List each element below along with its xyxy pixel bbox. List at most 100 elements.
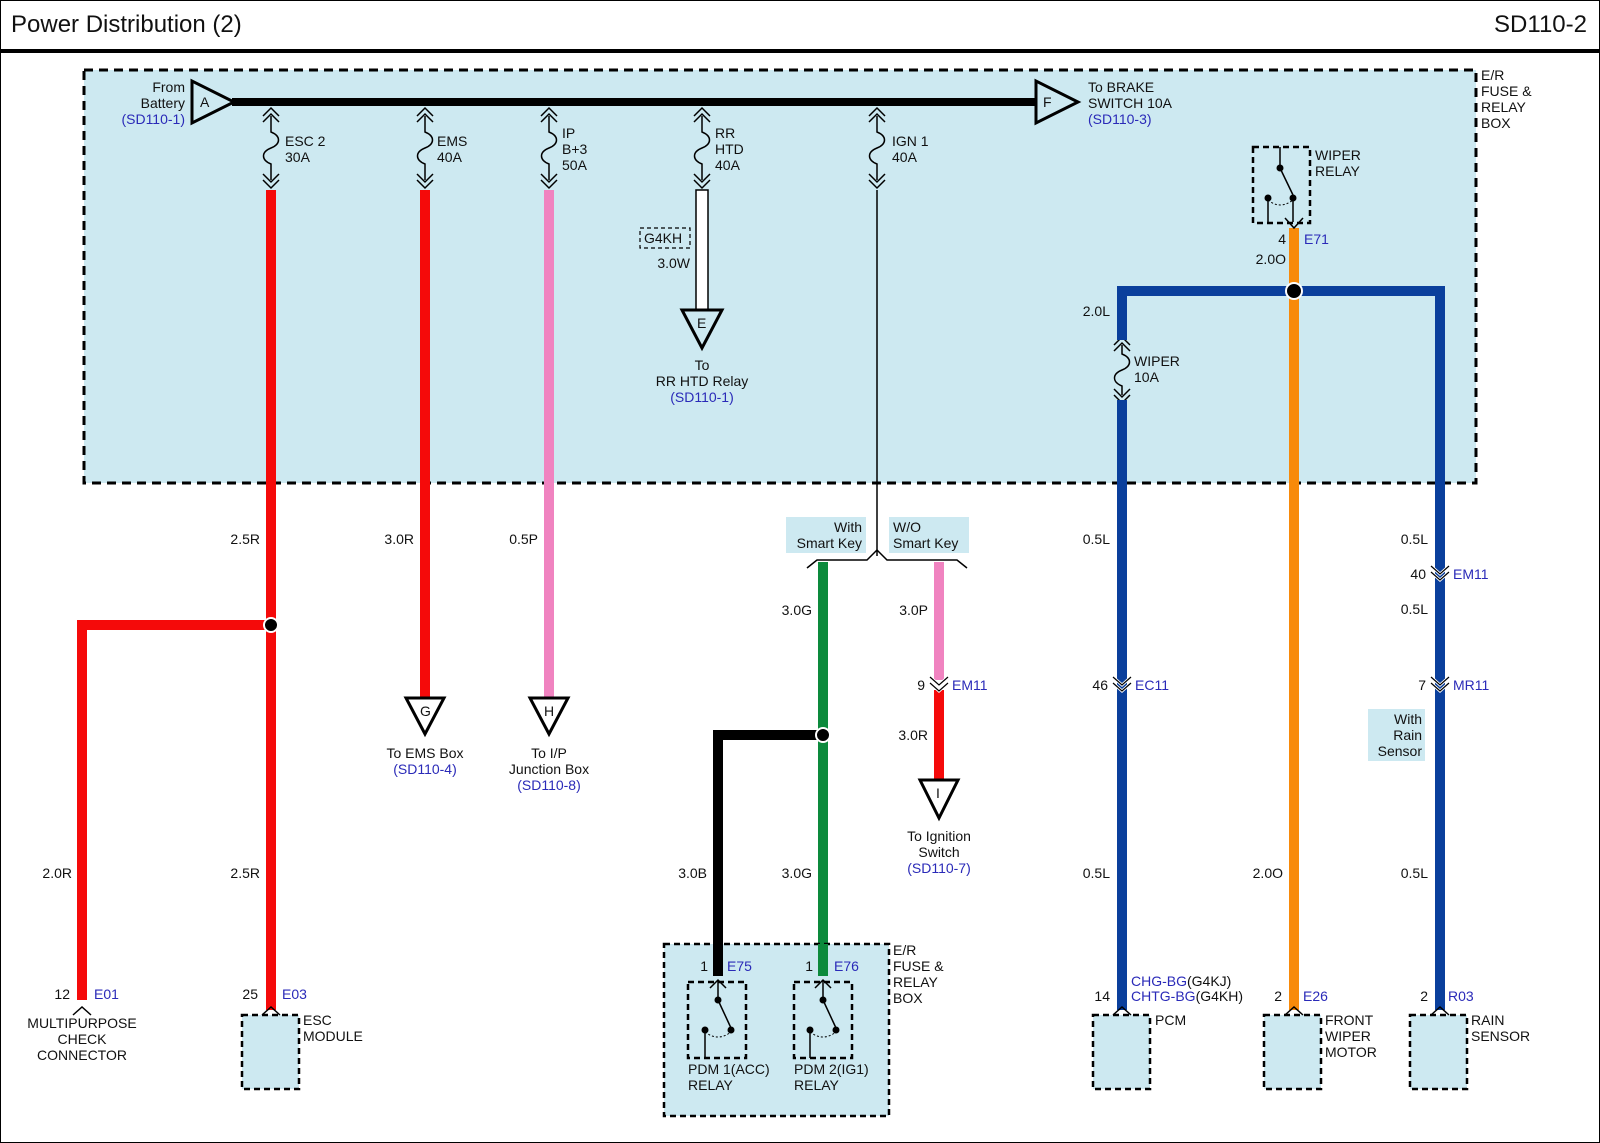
wire-label: 0.5L [1401,531,1428,547]
inline-connector-mr11[interactable] [1430,675,1450,694]
chevron-icon [262,112,280,123]
ref-link-sd110-1[interactable]: (SD110-1) [121,111,185,127]
inline-connector-ec11[interactable] [1112,675,1132,694]
chevron-icon [540,173,558,184]
connector-letter: G [420,703,431,719]
connector-letter: A [200,94,210,110]
wire-rr-htd-3.0w[interactable] [695,189,709,311]
connector-h-ip-junction[interactable]: H [527,696,571,738]
wire-label: 2.0R [42,865,72,881]
connector-id-em11[interactable]: EM11 [952,677,988,693]
pin-number: 1 [805,958,813,974]
pcm-box[interactable] [1091,1013,1152,1091]
wire-label: 2.0O [1256,251,1286,267]
wire-wiper-2.0l[interactable] [1117,286,1445,1010]
fuse-element-icon [1113,345,1131,395]
connector-id-r03[interactable]: R03 [1448,988,1474,1004]
from-battery-label: Battery [141,95,185,111]
fuse-esc2-icon[interactable] [262,106,280,190]
wire-label: 3.0B [678,865,707,881]
chevron-icon [1112,676,1132,686]
inline-connector-em11-rain[interactable] [1430,564,1450,583]
option-label: Sensor [1378,743,1423,759]
page-header: Power Distribution (2) SD110-2 [1,1,1599,53]
pdm1-relay[interactable] [686,978,748,1060]
er-box-label-line: FUSE & [1481,83,1532,99]
destination-label: To I/P [531,745,567,761]
chevron-icon [1113,388,1131,399]
connector-id-chtg-bg[interactable]: CHTG-BG [1131,988,1196,1004]
pdm2-relay[interactable] [792,978,854,1060]
fuse-label: 30A [285,149,311,165]
connector-id-chg-bg[interactable]: CHG-BG [1131,973,1187,989]
mpc-terminal-icon [72,1005,92,1016]
connector-id-e75[interactable]: E75 [727,958,752,974]
connector-g-ems-box[interactable]: G [403,696,447,738]
wire-label: 3.0W [657,255,690,271]
fuse-ign1-icon[interactable] [868,106,886,190]
wire-label: 0.5L [1083,865,1110,881]
connector-i-ign-switch[interactable]: I [917,778,961,822]
connector-letter: E [697,315,706,331]
splice-esc [263,617,279,633]
fuse-label: 40A [715,157,741,173]
fuse-rr-htd-icon[interactable] [693,106,711,190]
wire-label: 0.5P [509,531,538,547]
connector-id-mr11[interactable]: MR11 [1453,677,1490,693]
fuse-label: 40A [437,149,463,165]
connector-id-e76[interactable]: E76 [834,958,859,974]
connector-a-from-battery[interactable]: A [190,78,238,126]
wiper-relay-box[interactable] [1251,145,1312,225]
fuse-ems-icon[interactable] [416,106,434,190]
ref-link-sd110-8[interactable]: (SD110-8) [517,777,581,793]
option-split [806,548,968,569]
relay-box [792,980,854,1060]
connector-id-e26[interactable]: E26 [1303,988,1328,1004]
fuse-label: RR [715,125,735,141]
fuse-label: B+3 [562,141,588,157]
front-wiper-motor-box[interactable] [1262,1013,1323,1091]
esc-module-box[interactable] [240,1013,301,1091]
pcm-connector-line-b: CHTG-BG(G4KH) [1131,988,1243,1004]
fuse-element-icon [540,116,558,180]
wire-acc-3.0b[interactable] [713,730,823,970]
engine-option: (G4KH) [1196,988,1243,1004]
destination-label: Junction Box [509,761,589,777]
er-box-label: E/R FUSE & RELAY BOX [1481,67,1532,131]
chevron-icon [693,112,711,123]
component-label: FRONT [1325,1012,1374,1028]
connector-id-em11[interactable]: EM11 [1453,566,1489,582]
ref-link-sd110-3[interactable]: (SD110-3) [1088,111,1152,127]
destination-label: To [695,357,710,373]
destination-label: To Ignition [907,828,971,844]
fuse-label: 40A [892,149,918,165]
inline-connector-em11-ign[interactable] [929,675,949,694]
wire-label: 2.5R [230,531,260,547]
connector-id-e01[interactable]: E01 [94,986,119,1002]
chevron-icon [416,173,434,184]
fuse-label: WIPER [1134,353,1180,369]
terminal-icon [261,1005,281,1016]
connector-e-rr-htd[interactable]: E [679,308,725,352]
connector-id-e71[interactable]: E71 [1304,231,1329,247]
wire-mpc-2.0r[interactable] [77,620,271,1000]
option-label: W/O [893,519,921,535]
connector-id-ec11[interactable]: EC11 [1135,677,1169,693]
wiper-relay-label: WIPER [1315,147,1361,163]
pin-number: 12 [54,986,70,1002]
fuse-label: IP [562,125,575,141]
page-title: Power Distribution (2) [11,11,242,38]
rain-sensor-box[interactable] [1408,1013,1469,1091]
ref-link-sd110-4[interactable]: (SD110-4) [393,761,457,777]
option-label: With [1394,711,1422,727]
ref-link-sd110-7[interactable]: (SD110-7) [907,860,971,876]
connector-f-to-brake[interactable]: F [1034,78,1082,126]
chevron-icon [868,112,886,123]
chevron-icon [416,112,434,123]
connector-id-e03[interactable]: E03 [282,986,307,1002]
er-fuse-relay-box [82,68,1478,485]
relay-switch [717,999,732,1029]
fuse-ip-b3-icon[interactable] [540,106,558,190]
page-code: SD110-2 [1494,11,1587,38]
ref-link-sd110-1[interactable]: (SD110-1) [670,389,734,405]
